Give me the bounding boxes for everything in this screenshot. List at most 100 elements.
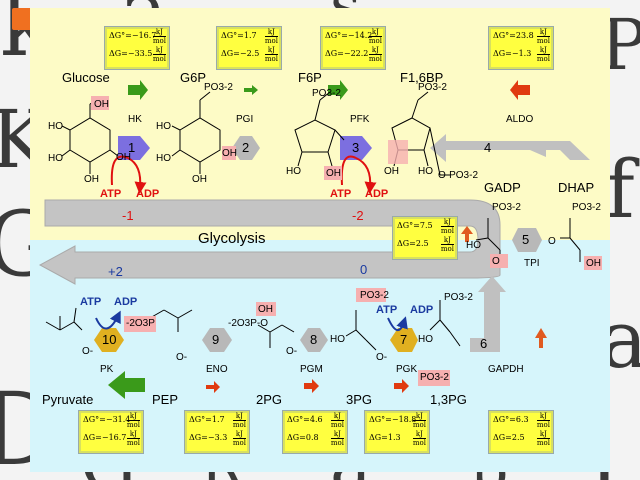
step-7-number: 7 [400, 332, 408, 347]
atom-ominus: O- [176, 352, 188, 363]
atom-oh: OH [586, 258, 601, 269]
dhap-structure [560, 218, 581, 262]
atom-po3: PO3-2 [444, 292, 473, 303]
dg-value: ΔG=−3.3 [189, 433, 228, 442]
atp-label-hk: ATP [100, 188, 122, 200]
atom-po3: PO3-2 [572, 202, 601, 213]
atp-balance-first: -1 [122, 208, 134, 223]
atp-arrow-pgk [387, 316, 408, 331]
dg-value: ΔG=−33.5 [109, 49, 153, 58]
adp-label-pk: ADP [114, 296, 138, 308]
metabolite-f16bp: F1,6BP [400, 70, 444, 85]
atp-balance-fourth: 0 [360, 262, 368, 277]
pep-structure [149, 309, 193, 332]
pathway-loop-arrow [38, 199, 501, 285]
atom-ho: HO [418, 166, 433, 177]
enzyme-aldo: ALDO [506, 114, 534, 125]
metabolite-3pg: 3PG [346, 392, 373, 407]
atp-arrow-hk [110, 155, 129, 186]
pep-phosphate-highlight [124, 316, 156, 332]
atom-oh: OH [84, 174, 99, 185]
flux-arrow-pfk [328, 80, 348, 100]
atom-po3: PO3-2 [492, 202, 521, 213]
atom-ho: HO [156, 121, 171, 132]
atom-o: O [492, 256, 500, 267]
f6p-oh-highlight [324, 166, 342, 180]
adp-arrow-hk [127, 157, 147, 194]
dg-value: ΔG=0.8 [287, 433, 319, 442]
step-3-shape [340, 136, 372, 160]
atom-ho: HO [48, 153, 63, 164]
atom-ho: HO [286, 166, 301, 177]
step-6-number: 6 [480, 336, 488, 351]
3pg-structure [345, 310, 377, 351]
atom-ho: HO [466, 240, 481, 251]
enzyme-pgk: PGK [396, 364, 418, 375]
slide-menu-icon[interactable] [12, 8, 32, 30]
flux-arrow-eno [206, 381, 220, 393]
step-2-number: 2 [242, 140, 250, 155]
enzyme-eno: ENO [206, 364, 228, 375]
atom-oh: OH [116, 152, 131, 163]
g6p-structure [171, 91, 221, 174]
glucose-oh-highlight [91, 96, 109, 110]
dg0-value: ΔG°=4.6 [287, 415, 323, 424]
metabolite-2pg: 2PG [256, 392, 283, 407]
dg-value: ΔG=−16.7 [83, 433, 127, 442]
atp-label-pfk: ATP [330, 188, 352, 200]
dg0-value: ΔG°=1.7 [221, 31, 257, 40]
atom-ho: HO [156, 153, 171, 164]
dg0-value: ΔG°=−16.7 [109, 31, 157, 40]
flux-arrow-pgk [394, 379, 409, 393]
enzyme-tpi: TPI [524, 258, 540, 269]
metabolite-13bpg: 1,3PG [430, 392, 467, 407]
dg0-value: ΔG°=7.5 [397, 221, 433, 230]
metabolite-f6p: F6P [298, 70, 322, 85]
enzyme-pfk: PFK [350, 114, 370, 125]
atp-label-pgk: ATP [376, 304, 398, 316]
f16bp-bond-highlight [388, 140, 408, 164]
atom-po3: PO3-2 [204, 82, 233, 93]
atom-opo3: O-PO3-2 [438, 170, 479, 181]
atp-arrow-pk [95, 310, 121, 330]
adp-arrow-pfk [355, 157, 377, 194]
step-5-number: 5 [522, 232, 530, 247]
step-9-shape [202, 328, 232, 352]
dhap-oh-highlight [584, 256, 602, 270]
enzyme-pk: PK [100, 364, 114, 375]
2pg-oh-highlight [256, 302, 276, 316]
flux-arrow-hk [128, 80, 148, 100]
atom-oh: OH [222, 148, 237, 159]
flux-arrow-aldo [510, 80, 530, 100]
2pg-structure [257, 324, 295, 348]
flux-arrow-pk [108, 371, 145, 399]
dg-value: ΔG=2.5 [397, 239, 429, 248]
g6p-carbon-highlight [222, 146, 236, 160]
13bpg-phosphate-highlight [418, 370, 450, 386]
dg-value: ΔG=−22.2 [325, 49, 369, 58]
flux-arrow-gapdh [535, 328, 547, 348]
dg-value: ΔG=1.3 [369, 433, 401, 442]
dg-value: ΔG=2.5 [493, 433, 525, 442]
